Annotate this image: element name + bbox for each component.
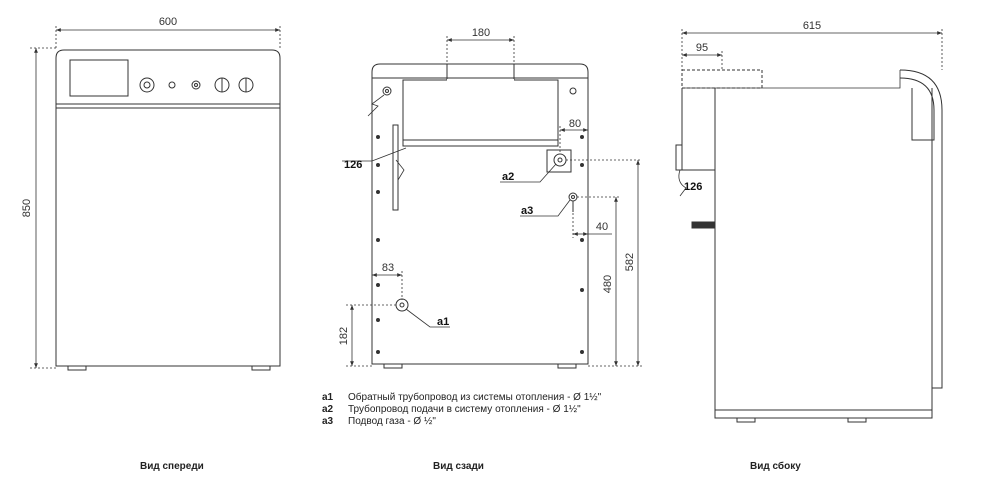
side-95-label: 95 [696,42,708,54]
callout-a3: a3 [521,205,533,217]
rear-80-label: 80 [569,118,581,130]
front-view-caption: Вид спереди [140,461,204,472]
side-view [675,69,943,423]
rear-182-label: 182 [338,327,350,345]
side-view-caption: Вид сбоку [750,461,801,472]
legend-item: a3 Подвод газа - Ø ½" [322,416,601,428]
legend: a1 Обратный трубопровод из системы отопл… [322,392,601,428]
callout-a2: a2 [502,171,514,183]
rear-flue-width-label: 180 [472,27,490,39]
rear-480-label: 480 [602,275,614,293]
legend-text: Подвод газа - Ø ½" [348,416,436,427]
legend-code: a3 [322,416,334,427]
rear-582-label: 582 [624,253,636,271]
legend-text: Обратный трубопровод из системы отоплени… [348,392,602,403]
rear-dimensions [342,36,642,367]
legend-code: a2 [322,404,334,415]
rear-40-label: 40 [596,221,608,233]
front-height-label: 850 [21,199,33,217]
side-dimensions [681,29,943,70]
legend-text: Трубопровод подачи в систему отопления -… [348,404,581,415]
callout-126-rear: 126 [344,159,362,171]
legend-code: a1 [322,392,334,403]
rear-83-label: 83 [382,262,394,274]
callout-a1: a1 [437,316,449,328]
callout-126-side: 126 [684,181,702,193]
front-width-dimension [55,26,281,50]
legend-item: a1 Обратный трубопровод из системы отопл… [322,392,601,404]
legend-item: a2 Трубопровод подачи в систему отоплени… [322,404,601,416]
rear-view-caption: Вид сзади [433,461,484,472]
side-depth-label: 615 [803,20,821,32]
rear-view [367,63,589,369]
front-height-dimension [30,47,56,369]
front-view [55,49,281,371]
front-width-label: 600 [159,16,177,28]
